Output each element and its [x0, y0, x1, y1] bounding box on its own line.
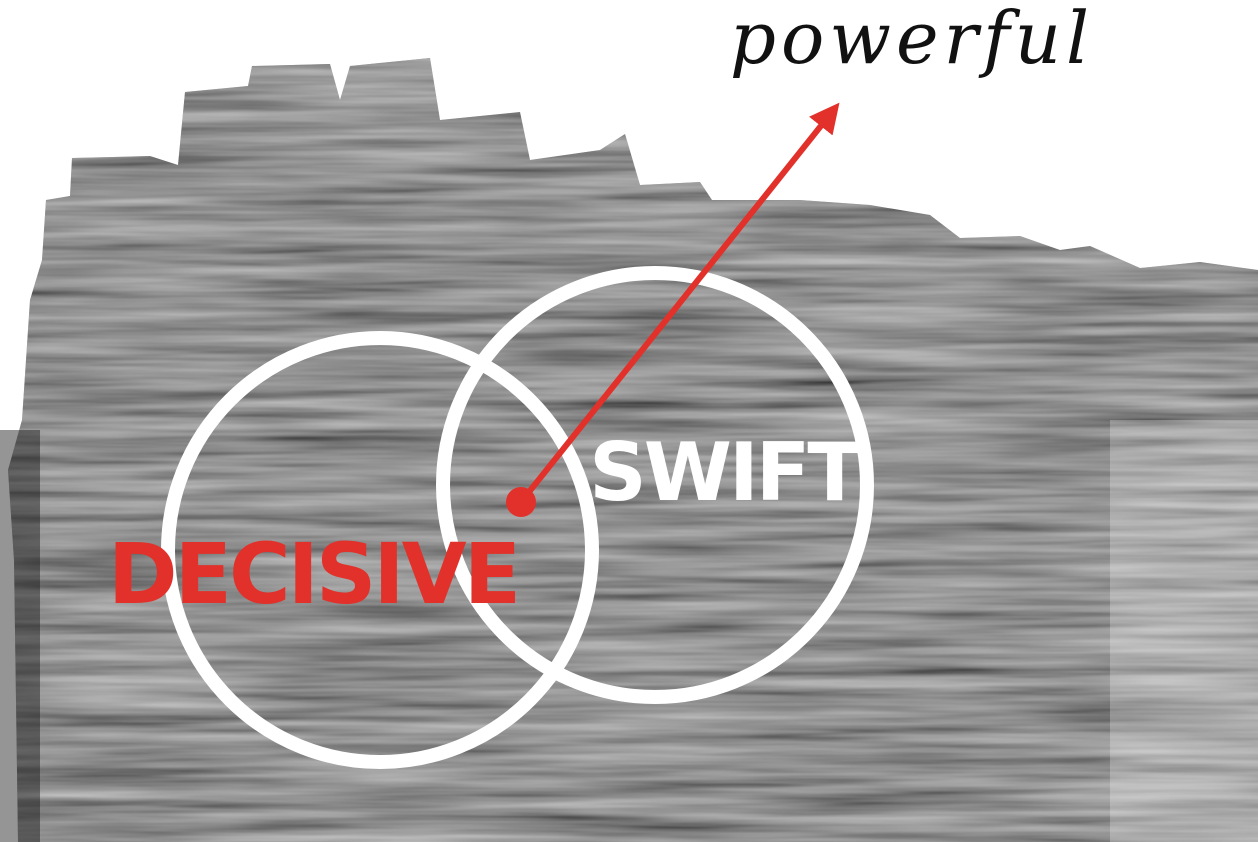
- powerful-label: powerful: [730, 0, 1094, 80]
- decisive-label: DECISIVE: [108, 525, 518, 623]
- swift-label: SWIFT: [589, 426, 862, 519]
- intersection-dot-icon: [506, 487, 536, 517]
